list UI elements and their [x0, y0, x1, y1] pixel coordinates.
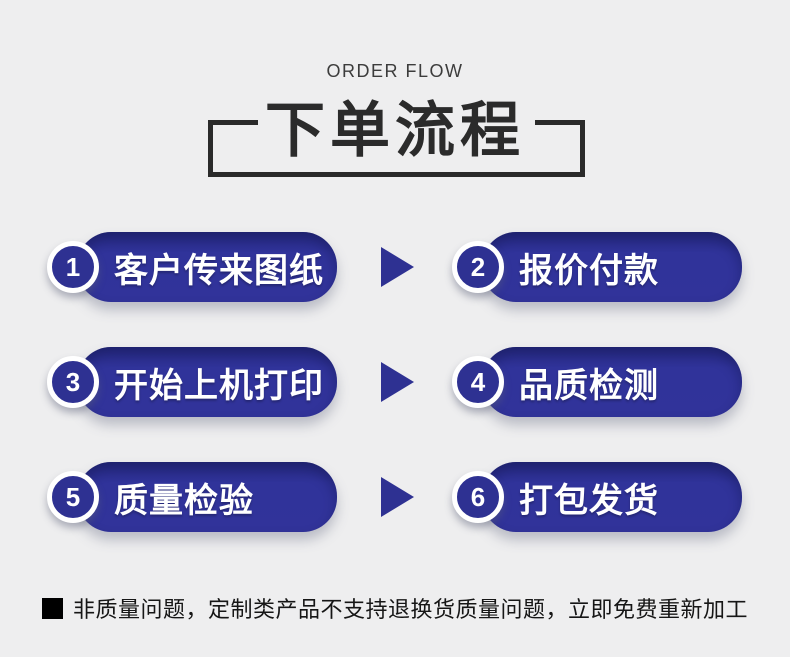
step-1-pill: 客户传来图纸 [77, 232, 337, 302]
step-4-number: 4 [470, 366, 486, 397]
flow-row-2: 开始上机打印 3 品质检测 4 [0, 347, 790, 417]
step-2-number: 2 [470, 251, 486, 282]
step-2-pill: 报价付款 [482, 232, 742, 302]
step-4-pill: 品质检测 [482, 347, 742, 417]
step-1-number: 1 [65, 251, 81, 282]
step-3-number-badge: 3 [47, 356, 99, 408]
square-bullet-icon [41, 597, 63, 619]
step-5-number-badge: 5 [47, 471, 99, 523]
bracket-stub-right [535, 120, 580, 125]
step-3-pill: 开始上机打印 [77, 347, 337, 417]
footer-note: 非质量问题，定制类产品不支持退换货质量问题，立即免费重新加工 [0, 592, 790, 624]
page-title: 下单流程 [265, 97, 525, 164]
step-6-number: 6 [470, 481, 486, 512]
step-6-pill: 打包发货 [482, 462, 742, 532]
step-2-number-badge: 2 [452, 241, 504, 293]
step-5-label: 质量检验 [114, 481, 254, 520]
step-3-number: 3 [65, 366, 81, 397]
step-3-label: 开始上机打印 [114, 366, 324, 405]
step-5-pill: 质量检验 [77, 462, 337, 532]
step-1-label: 客户传来图纸 [114, 251, 324, 290]
arrow-right-icon [381, 247, 414, 287]
step-4-label: 品质检测 [519, 366, 659, 405]
step-2-label: 报价付款 [519, 251, 659, 290]
bracket-stub-left [213, 120, 258, 125]
footer-note-text: 非质量问题，定制类产品不支持退换货质量问题，立即免费重新加工 [72, 597, 748, 622]
flow-row-3: 质量检验 5 打包发货 6 [0, 462, 790, 532]
step-5-number: 5 [65, 481, 81, 512]
subtitle-order-flow: ORDER FLOW [326, 61, 464, 81]
step-1-number-badge: 1 [47, 241, 99, 293]
flow-row-1: 客户传来图纸 1 报价付款 2 [0, 232, 790, 302]
step-6-number-badge: 6 [452, 471, 504, 523]
arrow-right-icon [381, 362, 414, 402]
step-6-label: 打包发货 [519, 481, 659, 520]
step-4-number-badge: 4 [452, 356, 504, 408]
arrow-right-icon [381, 477, 414, 517]
title-bracket-frame [208, 120, 585, 177]
